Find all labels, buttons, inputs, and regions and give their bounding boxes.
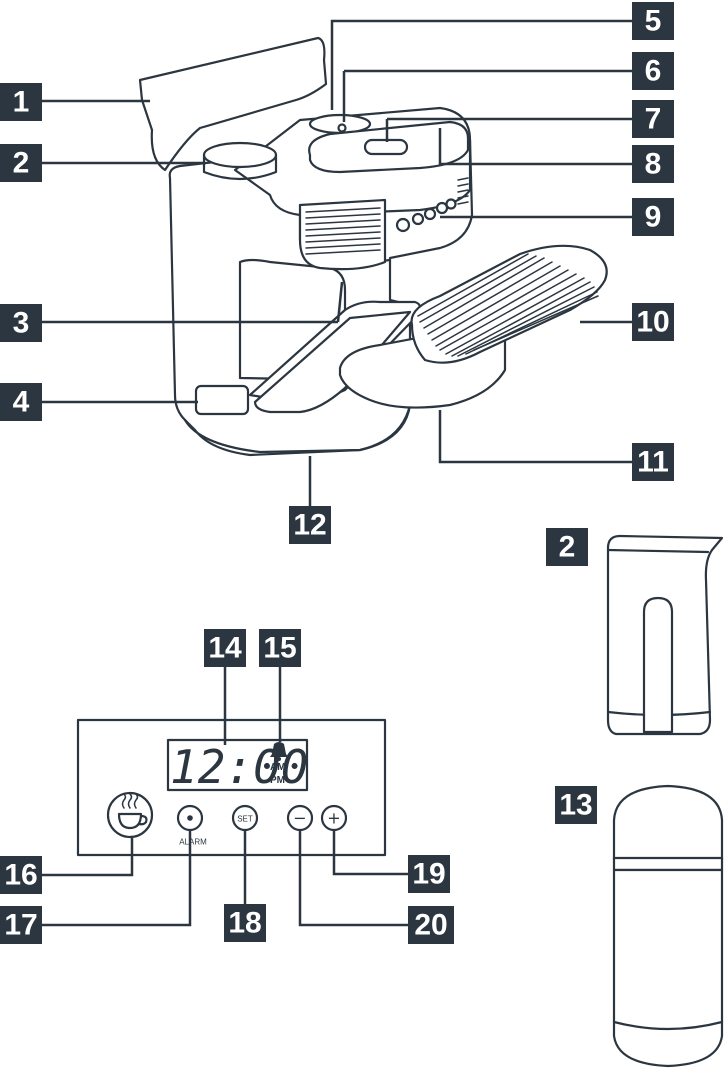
brew-cup-icon: [117, 793, 148, 830]
lid-release-button: [363, 138, 409, 156]
callout-number: 16: [4, 859, 37, 892]
callout-20: 20: [408, 906, 454, 944]
reservoir-cap: [202, 141, 278, 169]
callout-box: [632, 443, 674, 481]
lcd-clock-time: 12:00: [170, 740, 308, 794]
callout-13: 13: [555, 786, 597, 824]
callout-9: 9: [632, 198, 674, 236]
plus-button[interactable]: +: [320, 804, 348, 832]
callout-1: 1: [0, 83, 42, 121]
callout-box: [0, 906, 42, 944]
callout-2-carafe: 2: [546, 528, 588, 566]
callout-box: [0, 383, 42, 421]
callout-number: 7: [645, 103, 662, 136]
callout-11: 11: [632, 443, 674, 481]
set-button[interactable]: SET: [231, 804, 259, 832]
callout-box: [0, 83, 42, 121]
drip-tray-grate: [410, 244, 608, 364]
callout-box: [0, 304, 42, 342]
reservoir-lid: [138, 36, 328, 172]
minus-button[interactable]: −: [286, 804, 314, 832]
callout-number: 4: [13, 386, 30, 419]
callout-number: 20: [414, 909, 447, 942]
callout-box: [632, 198, 674, 236]
callout-box: [555, 786, 597, 824]
callout-2: 2: [0, 144, 42, 182]
callout-3: 3: [0, 304, 42, 342]
callout-box: [632, 2, 674, 40]
callout-box: [546, 528, 588, 566]
thermos-illustration: [612, 784, 724, 1068]
coffee-maker-illustration: [138, 36, 608, 457]
callout-10: 10: [632, 303, 674, 341]
callout-number: 18: [228, 907, 261, 940]
callout-number: 1: [13, 86, 30, 119]
callout-number: 17: [4, 909, 37, 942]
plus-symbol: +: [327, 809, 340, 828]
callout-8: 8: [632, 145, 674, 183]
alarm-button[interactable]: [176, 804, 204, 832]
callout-number: 12: [293, 509, 326, 542]
callout-12: 12: [289, 506, 331, 544]
callout-16: 16: [0, 856, 42, 894]
callout-14: 14: [204, 629, 246, 667]
control-panel: 12:00 AM PM ALARM SET: [76, 718, 387, 857]
callout-box: [0, 144, 42, 182]
alarm-bell-icon: [270, 742, 288, 761]
callout-number: 13: [559, 789, 592, 822]
callout-number: 11: [637, 446, 669, 479]
callout-box: [289, 506, 331, 544]
callout-7: 7: [632, 100, 674, 138]
callout-box: [632, 145, 674, 183]
callout-5: 5: [632, 2, 674, 40]
callout-box: [632, 52, 674, 90]
callout-box: [224, 904, 266, 942]
callout-number: 19: [412, 858, 445, 891]
callout-number: 8: [645, 148, 662, 181]
callout-number: 10: [636, 306, 669, 339]
callout-number: 14: [208, 632, 242, 665]
callout-number: 2: [13, 147, 30, 180]
minus-symbol: −: [293, 809, 306, 828]
callout-box: [632, 100, 674, 138]
callout-box: [0, 856, 42, 894]
callout-number: 6: [645, 55, 662, 88]
callout-box: [408, 855, 450, 893]
brew-button[interactable]: [106, 791, 154, 839]
vent-grille: [298, 198, 387, 271]
alarm-dot-icon: [187, 815, 193, 821]
callout-15: 15: [259, 629, 301, 667]
callouts: 1 2 3 4 5 6 7 8 9 10 11 12 2 13 14 15 16…: [0, 2, 674, 944]
callout-number: 15: [263, 632, 296, 665]
callout-17: 17: [0, 906, 42, 944]
lcd-pm-label: PM: [270, 775, 285, 786]
set-label: SET: [237, 815, 253, 824]
leader-lines: [42, 19, 632, 927]
callout-box: [204, 629, 246, 667]
carafe-illustration: [606, 534, 724, 736]
callout-4: 4: [0, 383, 42, 421]
side-grille: [457, 177, 469, 205]
callout-19: 19: [408, 855, 450, 893]
power-switch: [194, 384, 250, 416]
callout-18: 18: [224, 904, 266, 942]
callout-number: 2: [559, 531, 576, 564]
callout-box: [408, 906, 454, 944]
lcd-am-label: AM: [270, 762, 286, 773]
callout-number: 5: [645, 5, 662, 38]
callout-number: 9: [645, 201, 662, 234]
callout-box: [632, 303, 674, 341]
callout-number: 3: [13, 307, 30, 340]
callout-box: [259, 629, 301, 667]
front-control-buttons: [395, 198, 457, 233]
callout-6: 6: [632, 52, 674, 90]
alarm-label: ALARM: [179, 838, 207, 847]
